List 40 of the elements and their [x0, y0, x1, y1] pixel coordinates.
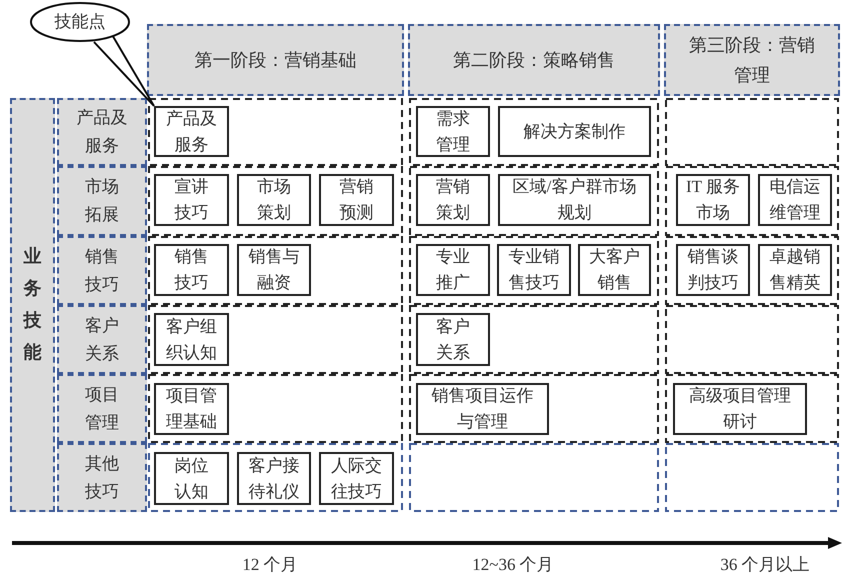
skill-box: 销售技巧 [154, 244, 229, 296]
stage-header: 第三阶段：营销管理 [664, 24, 840, 96]
skill-box: 专业销售技巧 [497, 244, 571, 296]
time-label: 36 个月以上 [720, 554, 810, 576]
skill-box: 解决方案制作 [498, 106, 651, 157]
speech-bubble: 技能点 [30, 2, 130, 42]
callout-tail [93, 35, 155, 107]
skill-box: 销售与融资 [237, 244, 311, 296]
skill-box: 营销策划 [416, 174, 490, 226]
skill-box: 人际交往技巧 [319, 452, 394, 505]
skill-box: 需求管理 [416, 106, 490, 157]
skill-box: IT 服务市场 [676, 174, 750, 226]
category-band: 业务技能 [10, 98, 55, 512]
time-label: 12~36 个月 [472, 554, 554, 576]
row-header: 产品及服务 [57, 98, 147, 166]
row-header: 销售技巧 [57, 236, 147, 305]
stage-header: 第二阶段：策略销售 [408, 24, 660, 96]
row-header: 其他技巧 [57, 443, 147, 512]
skill-box: 营销预测 [319, 174, 394, 226]
skill-box: 客户接待礼仪 [237, 452, 311, 505]
skill-box: 岗位认知 [154, 452, 229, 505]
skill-box: 销售谈判技巧 [676, 244, 750, 296]
skill-box: 区域/客户群市场规划 [498, 174, 651, 226]
skill-box: 专业推广 [416, 244, 490, 296]
skill-box: 市场策划 [237, 174, 311, 226]
skill-box: 销售项目运作与管理 [416, 383, 549, 435]
skill-box: 宣讲技巧 [154, 174, 229, 226]
skill-box: 客户关系 [416, 313, 490, 366]
skill-box: 产品及服务 [154, 106, 229, 157]
skill-box: 客户组织认知 [154, 313, 229, 366]
row-header: 市场拓展 [57, 166, 147, 236]
time-label: 12 个月 [242, 554, 298, 576]
skill-box: 项目管理基础 [154, 383, 229, 435]
row-header: 项目管理 [57, 374, 147, 443]
skill-box: 大客户销售 [578, 244, 651, 296]
row-header: 客户关系 [57, 305, 147, 374]
skill-box: 高级项目管理研讨 [673, 383, 807, 435]
skill-box: 电信运维管理 [758, 174, 832, 226]
stage-header: 第一阶段：营销基础 [147, 24, 404, 96]
skill-box: 卓越销售精英 [758, 244, 832, 296]
